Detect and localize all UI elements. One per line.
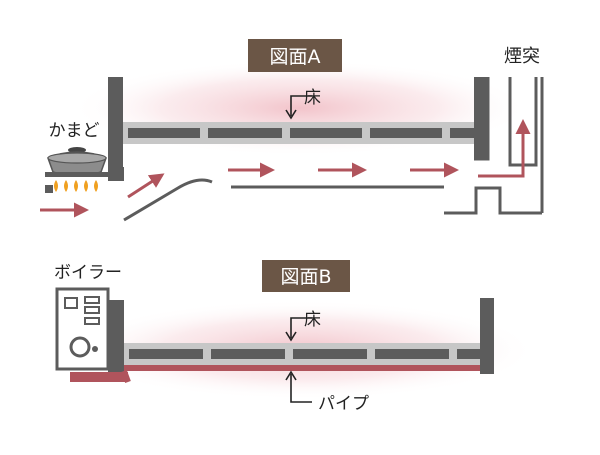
diagram-a: 図面A 床 煙突: [40, 39, 544, 222]
heat-flow-arrows-a: [40, 119, 531, 218]
title-a-box: [248, 39, 342, 72]
pipe-label: パイプ: [318, 394, 369, 414]
right-wall-b: [480, 298, 494, 374]
stove-base: [108, 167, 124, 181]
floor-label-a: 床: [304, 88, 321, 108]
floor-pointer-b: [285, 317, 312, 342]
title-b: 図面B: [280, 266, 331, 288]
stove-label: かまど: [49, 121, 100, 141]
heating-pipe: [70, 365, 480, 384]
diagram-b: 図面B 床 パイプ ボ: [54, 260, 537, 414]
title-a: 図面A: [270, 46, 321, 68]
right-wall-a: [474, 77, 488, 159]
boiler-label: ボイラー: [54, 263, 122, 283]
fire-icon: [54, 180, 98, 192]
floor-label-b: 床: [304, 310, 321, 330]
pipe-pointer: [285, 370, 312, 403]
boiler-icon: [55, 287, 110, 371]
arrow-chimney: [478, 119, 531, 178]
floor-slab-b: [124, 343, 480, 365]
chimney-label: 煙突: [504, 46, 540, 67]
left-wall-a: [108, 77, 123, 167]
floor-pointer-a: [285, 95, 312, 120]
left-wall-b: [108, 300, 124, 372]
flue-ramp: [123, 178, 213, 222]
floor-slab-a: [123, 122, 474, 144]
arrow-rise: [127, 173, 165, 199]
title-b-box: [262, 260, 350, 292]
pot-on-fire-icon: [45, 147, 109, 193]
